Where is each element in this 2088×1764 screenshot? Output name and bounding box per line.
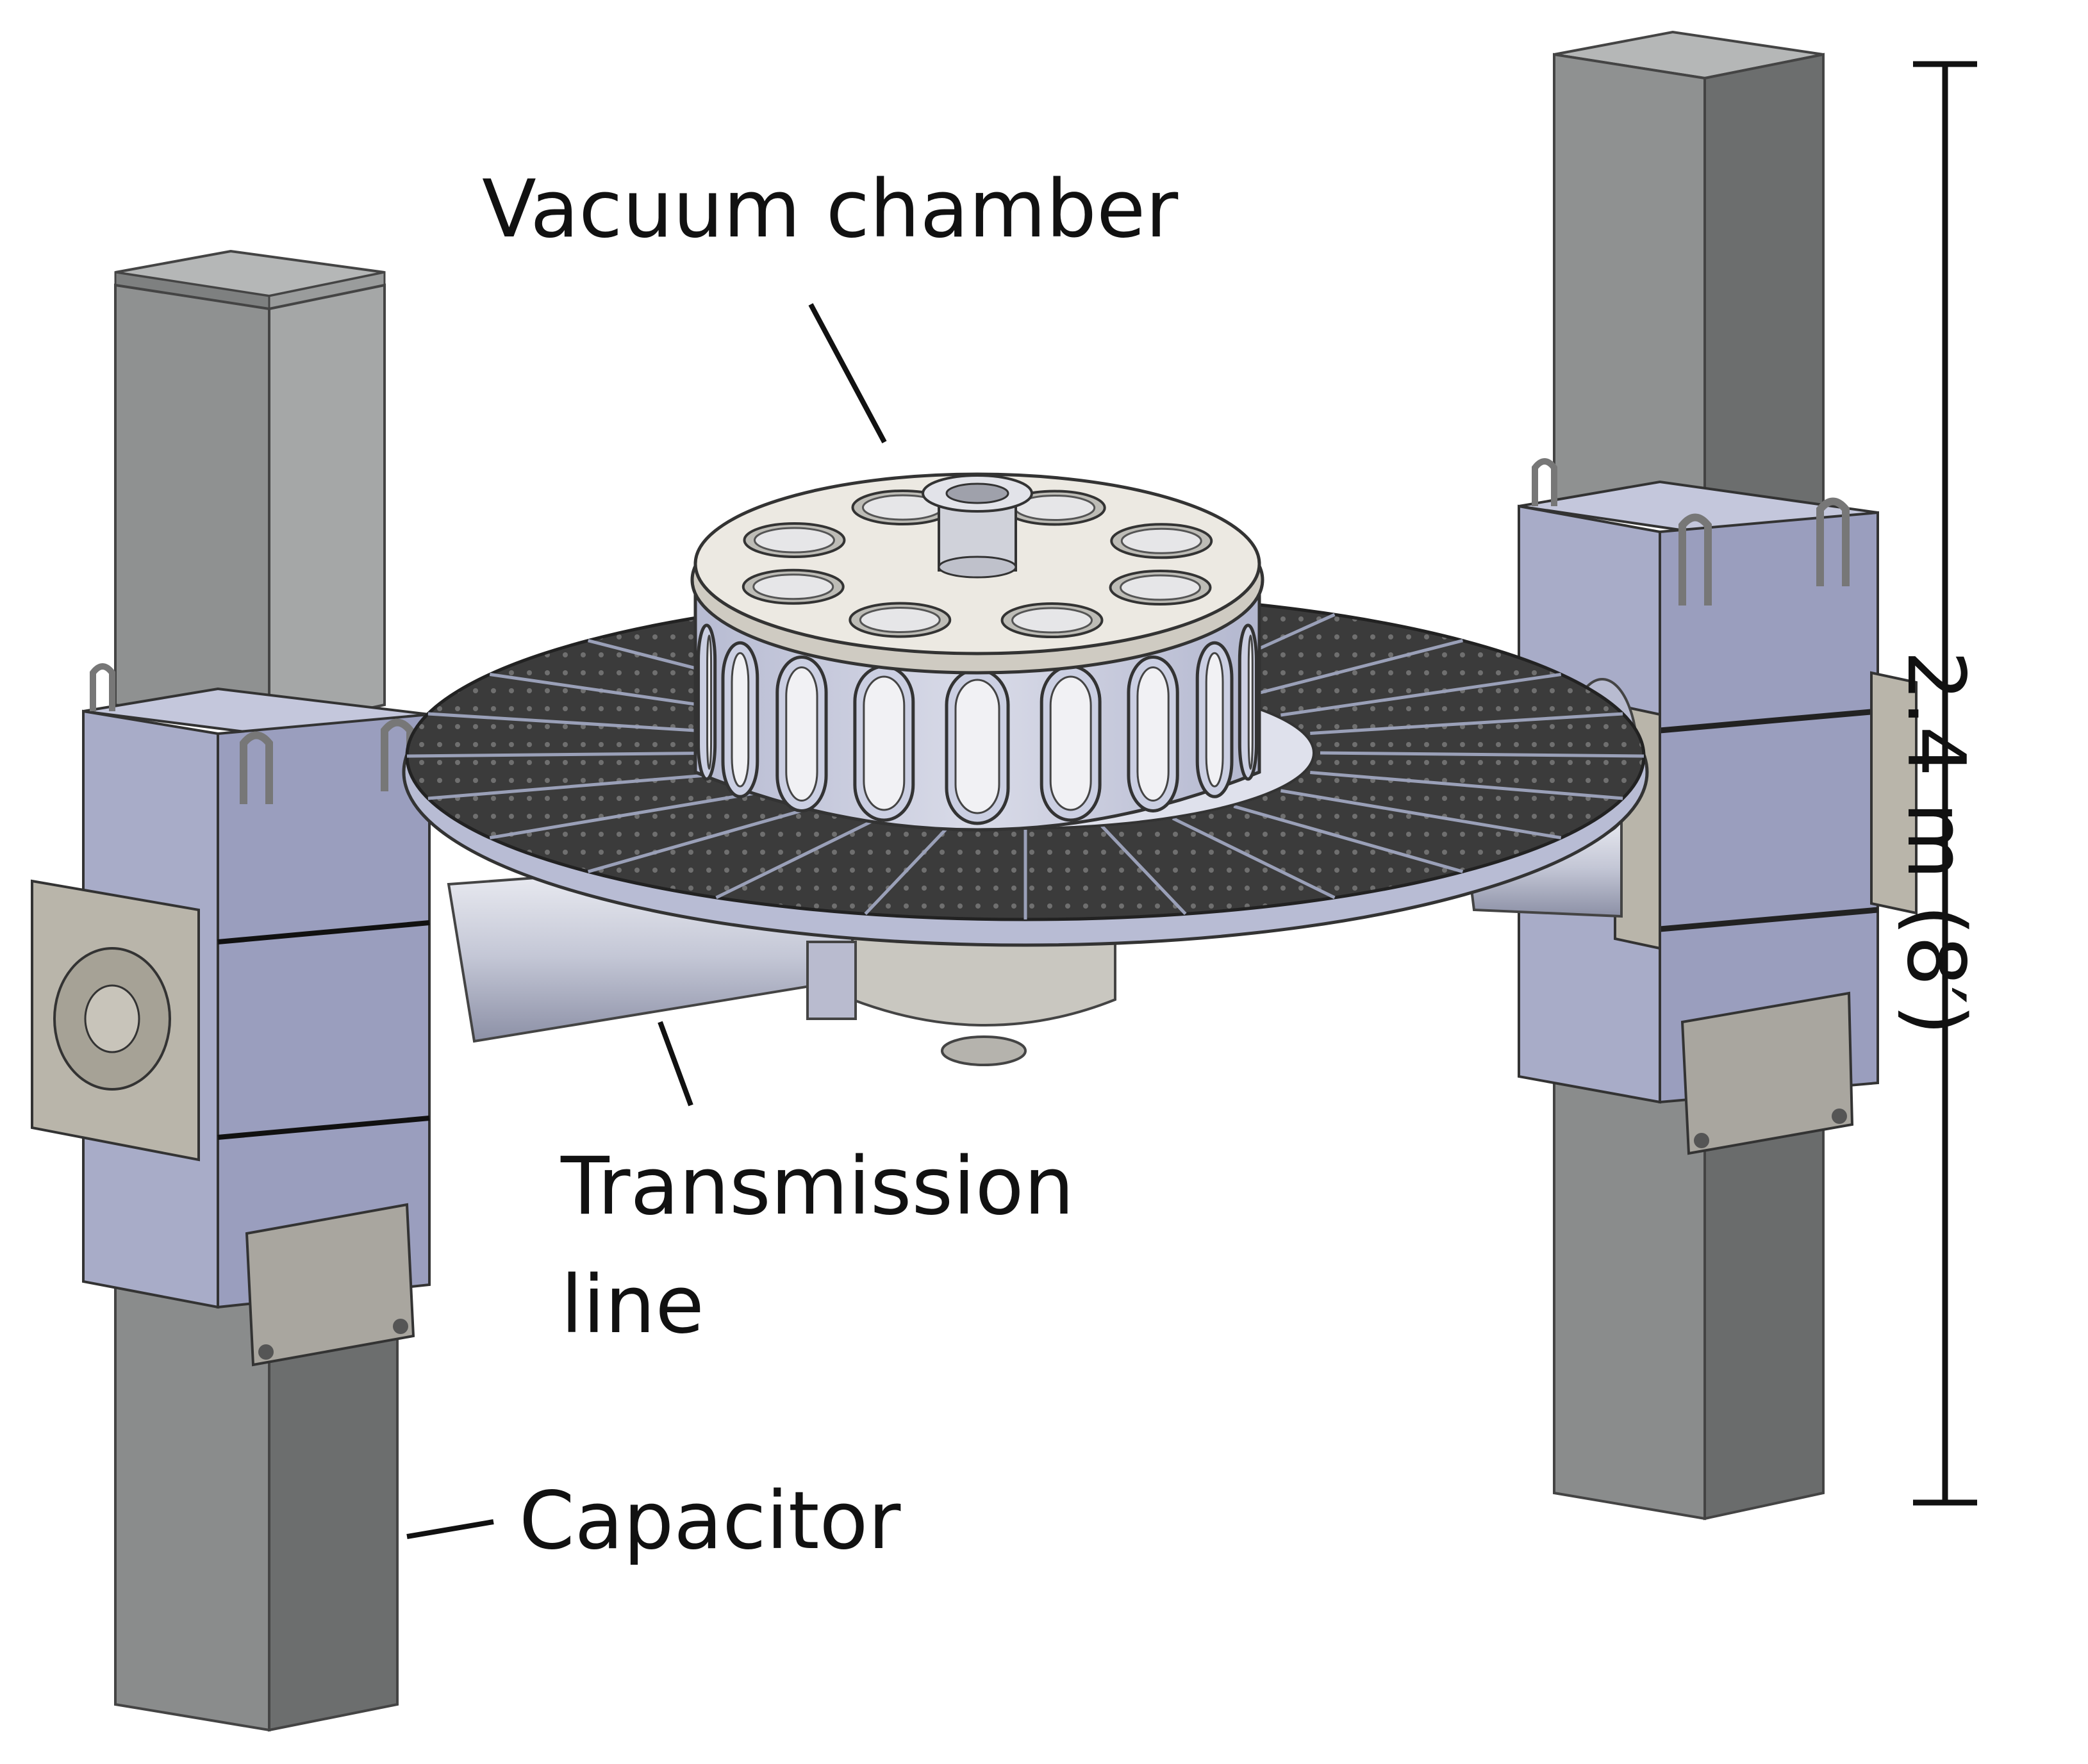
u-bolt-left-3: [90, 663, 115, 711]
lid-viewport-glass: [1120, 574, 1202, 601]
disk-seam: [1310, 771, 1623, 800]
bolt-icon: [1694, 1133, 1709, 1148]
lid-viewport-glass: [752, 573, 834, 600]
mount-plate-left: [245, 1203, 415, 1367]
chamber-window-glass: [863, 675, 906, 811]
flange-port-left-inner: [84, 984, 140, 1053]
disk-seam: [1310, 712, 1623, 735]
transmission-line-label-line2: line: [561, 1259, 704, 1351]
disk-seam: [1280, 673, 1562, 717]
lid-viewport-glass: [1120, 527, 1202, 554]
disk-seam: [1233, 639, 1463, 701]
disk-seam: [406, 751, 731, 758]
leader-capacitor: [406, 1519, 494, 1539]
u-bolt-left-2: [381, 718, 414, 791]
capacitor-right-upper-side: [1703, 53, 1825, 534]
leader-vacuum-chamber: [808, 303, 887, 443]
disk-seam: [1280, 789, 1562, 839]
mount-plate-right: [1680, 991, 1854, 1155]
lid-viewport-glass: [753, 527, 835, 554]
capacitor-left-upper-side: [268, 283, 386, 732]
height-dimension-label: 2.4 m (8′): [1889, 650, 1982, 1035]
chamber-window-glass: [706, 634, 713, 770]
bolt-icon: [393, 1319, 408, 1334]
lid-viewport-glass: [859, 607, 941, 634]
vacuum-chamber: [690, 472, 1264, 832]
clamp-right-band-upper: [1659, 708, 1878, 734]
capacitor-label: Capacitor: [519, 1475, 901, 1567]
chamber-window-glass: [1049, 675, 1092, 811]
central-port-base: [938, 556, 1017, 579]
clamp-left-band-upper: [217, 920, 430, 944]
u-bolt-right-3: [1532, 458, 1557, 506]
capacitor-right-upper-front: [1553, 53, 1706, 534]
u-bolt-right-2: [1816, 497, 1850, 586]
vacuum-chamber-label: Vacuum chamber: [482, 163, 1179, 256]
bottom-flange-left: [806, 941, 857, 1020]
transmission-line-label-line1: Transmission: [561, 1141, 1075, 1233]
u-bolt-right-1: [1678, 513, 1712, 606]
capacitor-right-lower-front: [1553, 1055, 1706, 1521]
chamber-window-glass: [785, 666, 818, 802]
leader-transmission-line: [658, 1021, 693, 1107]
bolt-icon: [258, 1344, 274, 1360]
disk-seam: [1233, 805, 1464, 873]
disk-seam: [715, 816, 879, 900]
disk-seam: [427, 771, 741, 800]
chamber-window-glass: [1247, 634, 1254, 770]
capacitor-left-upper-front: [114, 283, 270, 732]
clamp-left-band-lower: [217, 1116, 430, 1140]
disk-seam: [1172, 816, 1336, 900]
chamber-windows: [697, 623, 1258, 825]
chamber-window-glass: [731, 652, 750, 787]
disk-seam: [1320, 751, 1645, 758]
u-bolt-left-1: [240, 731, 273, 804]
disk-seam: [489, 789, 771, 839]
bottom-port: [941, 1035, 1027, 1066]
capacitor-right: [1518, 30, 1918, 1521]
chamber-window-glass: [1136, 666, 1170, 802]
disk-seam: [427, 712, 741, 735]
clamp-left-side: [217, 713, 431, 1309]
disk-seam: [864, 825, 950, 916]
clamp-right-band-lower: [1659, 907, 1878, 932]
capacitor-left-lower-front: [114, 1280, 270, 1732]
disk-seam: [587, 805, 818, 873]
central-port-bore: [945, 482, 1009, 504]
disk-seam: [1100, 825, 1187, 916]
flange-plate-right-far: [1870, 671, 1918, 915]
bolt-icon: [1832, 1109, 1847, 1124]
lid-viewport-glass: [1011, 607, 1093, 634]
annotations: [406, 61, 1977, 1539]
capacitor-left: [31, 249, 431, 1732]
chamber-window-glass: [954, 679, 1000, 814]
chamber-window-glass: [1205, 652, 1224, 787]
